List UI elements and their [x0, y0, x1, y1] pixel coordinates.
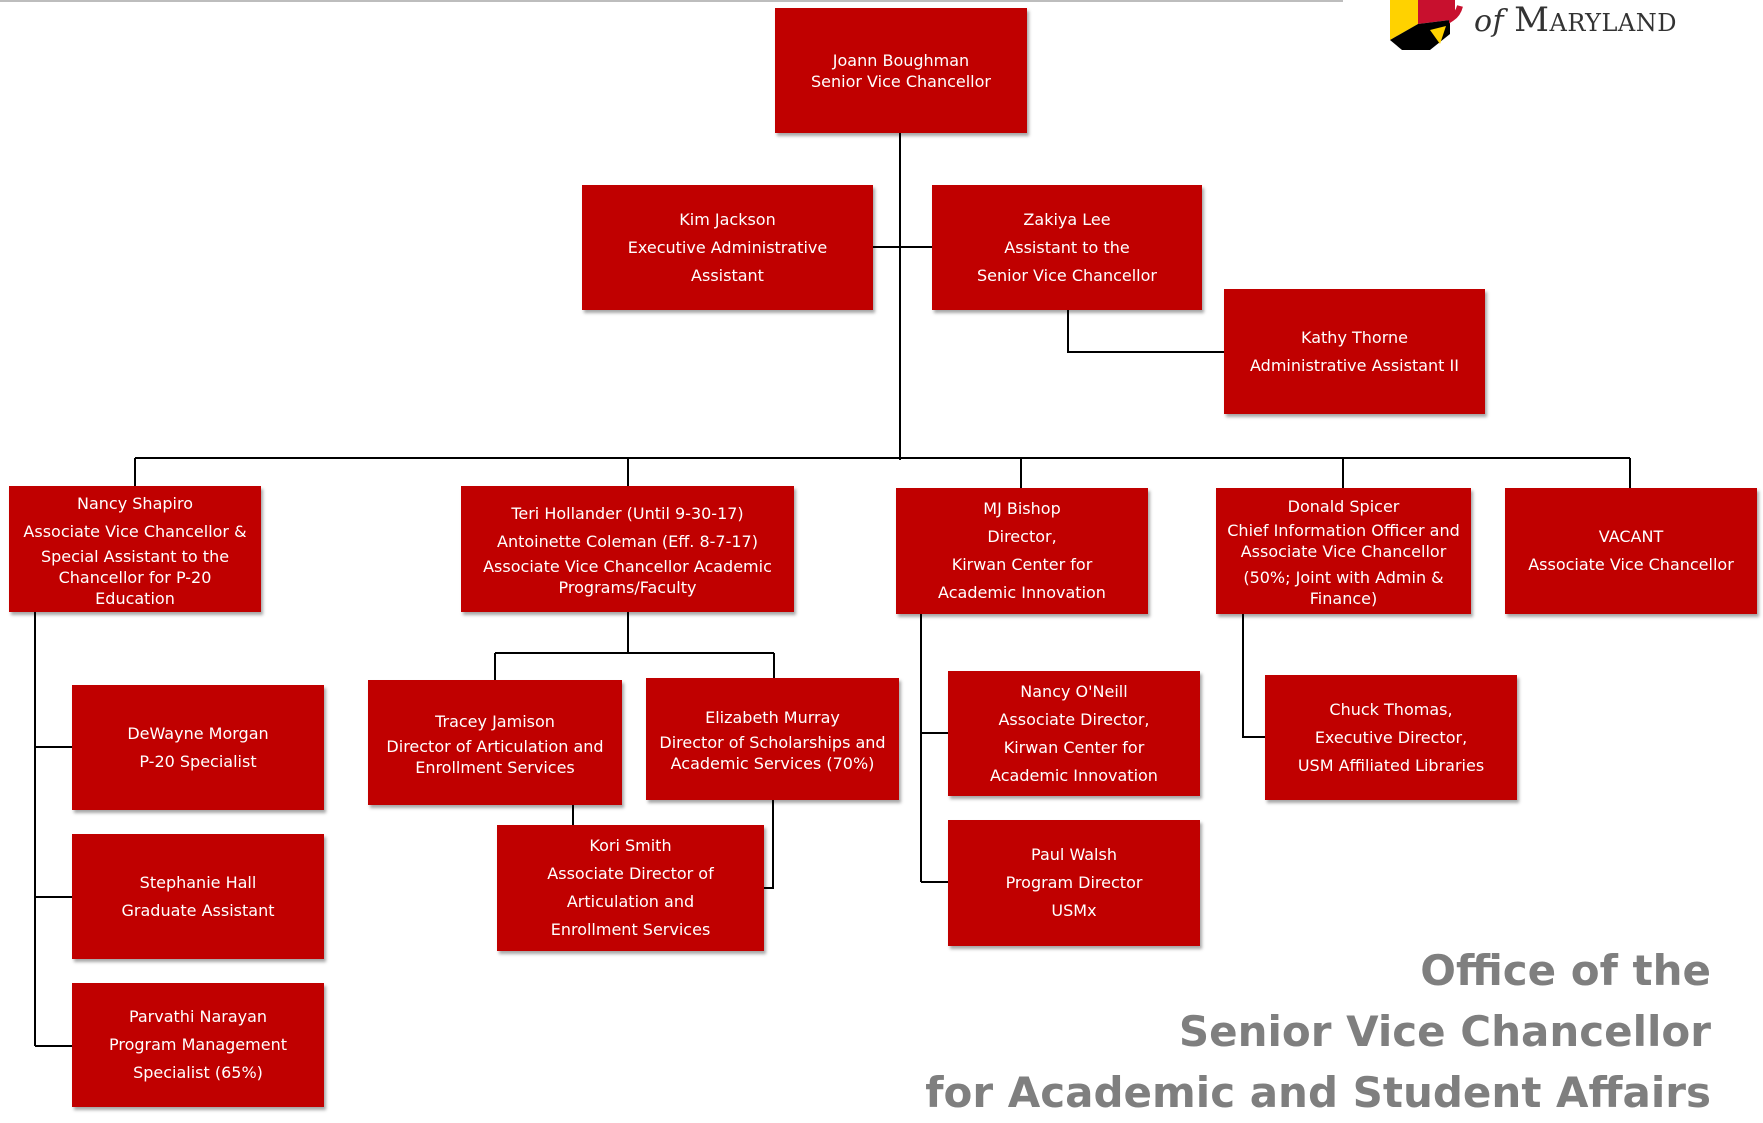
box-hollander-title-1: Associate Vice Chancellor Academic [483, 557, 772, 576]
box-svc-title: Senior Vice Chancellor [811, 71, 991, 91]
box-thorne-title: Administrative Assistant II [1250, 355, 1459, 375]
usm-logo: of Maryland [1390, 0, 1730, 50]
box-walsh-name: Paul Walsh [1031, 845, 1117, 864]
office-title-line-1: Office of the [1420, 946, 1711, 995]
box-hollander: Teri Hollander (Until 9-30-17) Antoinette… [461, 486, 794, 612]
box-thomas-name: Chuck Thomas, [1329, 699, 1453, 719]
box-lee-title-1: Assistant to the [1004, 237, 1130, 257]
box-morgan-title: P-20 Specialist [139, 751, 257, 771]
box-hall-name: Stephanie Hall [139, 872, 257, 892]
box-oneill-title-3: Academic Innovation [990, 765, 1158, 785]
box-smith-title-1: Associate Director of [547, 864, 714, 883]
box-jamison-name: Tracey Jamison [435, 711, 555, 731]
box-hollander-name-1: Teri Hollander (Until 9-30-17) [511, 504, 744, 523]
box-spicer-title-1: Chief Information Officer and [1227, 520, 1460, 540]
box-shapiro-name: Nancy Shapiro [77, 493, 193, 513]
box-morgan-name: DeWayne Morgan [127, 723, 269, 743]
box-lee-title-2: Senior Vice Chancellor [977, 265, 1157, 285]
box-oneill-title-2: Kirwan Center for [1003, 737, 1145, 757]
box-thomas-title-2: USM Affiliated Libraries [1297, 755, 1485, 775]
box-spicer-name: Donald Spicer [1287, 496, 1400, 516]
box-oneill-title-1: Associate Director, [998, 709, 1150, 729]
box-narayan-title-2: Specialist (65%) [133, 1063, 263, 1082]
box-bishop-title-2: Kirwan Center for [951, 555, 1093, 574]
box-narayan-name: Parvathi Narayan [128, 1007, 268, 1026]
box-murray-title-2: Academic Services (70%) [670, 754, 875, 773]
box-spicer-note-1: (50%; Joint with Admin & [1243, 567, 1444, 587]
box-jackson-name: Kim Jackson [679, 209, 776, 229]
box-hollander-title-2: Programs/Faculty [558, 578, 697, 597]
box-murray-name: Elizabeth Murray [705, 708, 840, 727]
box-lee-name: Zakiya Lee [1023, 209, 1111, 229]
box-thomas-title-1: Executive Director, [1314, 727, 1468, 747]
box-smith-name: Kori Smith [589, 836, 672, 855]
box-bishop-title-3: Academic Innovation [938, 583, 1106, 602]
box-hall-title: Graduate Assistant [121, 900, 275, 920]
top-rule [0, 0, 1343, 2]
logo-wordmark: of Maryland [1474, 0, 1677, 40]
box-vacant: VACANT Associate Vice Chancellor [1505, 488, 1757, 614]
box-vacant-name: VACANT [1598, 527, 1664, 546]
box-shapiro-title-2: Special Assistant to the [40, 546, 230, 566]
box-svc-name: Joann Boughman [832, 50, 970, 70]
office-title-line-2: Senior Vice Chancellor [1178, 1007, 1711, 1056]
office-title-line-3: for Academic and Student Affairs [925, 1068, 1711, 1117]
box-walsh-title: Program Director [1005, 873, 1143, 892]
box-spicer-title-2: Associate Vice Chancellor [1240, 541, 1447, 561]
box-smith-title-2: Articulation and [566, 892, 695, 911]
box-jamison-title-2: Enrollment Services [415, 757, 575, 777]
box-narayan-title-1: Program Management [109, 1035, 287, 1054]
box-thorne-name: Kathy Thorne [1301, 327, 1408, 347]
box-vacant-title: Associate Vice Chancellor [1528, 555, 1734, 574]
box-jamison-title-1: Director of Articulation and [386, 736, 604, 756]
box-shapiro-title-1: Associate Vice Chancellor & [23, 521, 247, 541]
box-bishop-name: MJ Bishop [983, 499, 1061, 518]
box-hollander-name-2: Antoinette Coleman (Eff. 8-7-17) [497, 532, 758, 551]
box-murray-title-1: Director of Scholarships and [659, 733, 886, 752]
logo-of: of [1474, 4, 1505, 39]
office-title: Office of the Senior Vice Chancellor for… [925, 940, 1711, 1123]
maryland-shield-icon [1390, 0, 1463, 50]
box-smith-title-3: Enrollment Services [550, 920, 711, 939]
box-jackson-title: Executive Administrative Assistant [627, 237, 828, 285]
box-oneill-name: Nancy O'Neill [1020, 681, 1128, 701]
box-spicer-note-2: Finance) [1309, 588, 1378, 608]
logo-maryland: Maryland [1514, 0, 1678, 40]
box-thomas: Chuck Thomas, Executive Director, USM Affi… [1265, 675, 1517, 800]
box-bishop-title-1: Director, [987, 527, 1057, 546]
box-walsh-unit: USMx [1051, 901, 1097, 920]
box-shapiro-title-3: Chancellor for P-20 Education [58, 567, 212, 608]
